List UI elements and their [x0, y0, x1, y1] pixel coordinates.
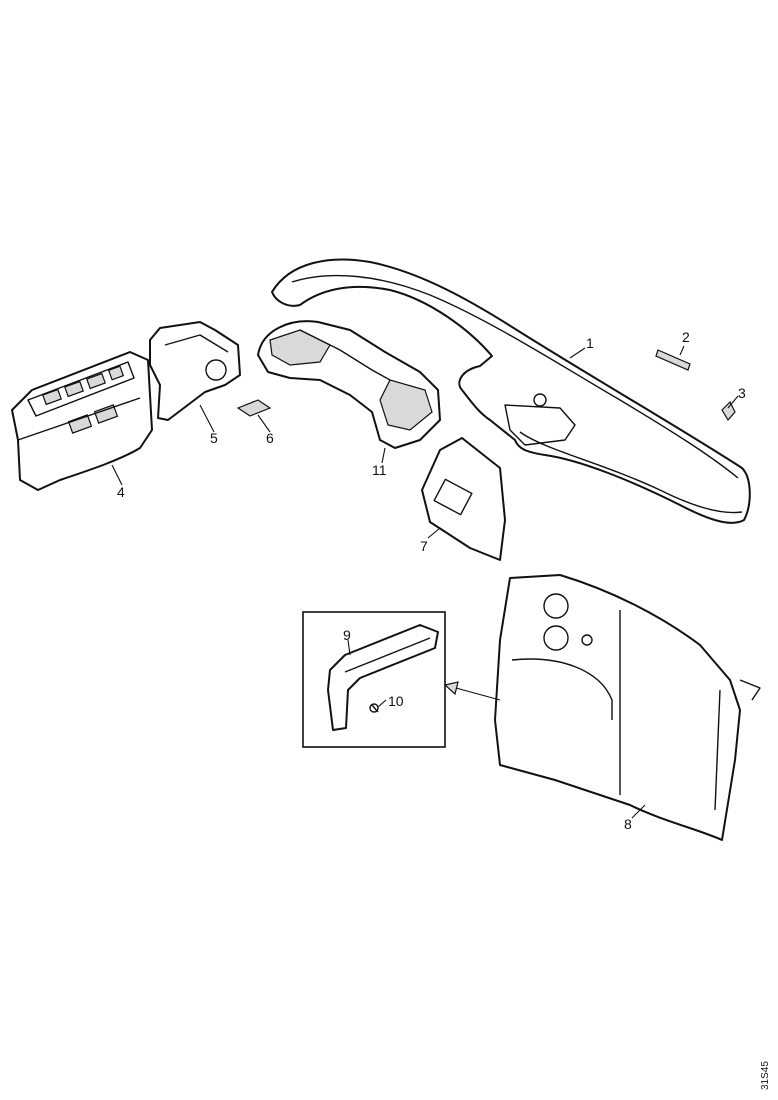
leader-11 [381, 447, 386, 464]
part-3-clip [721, 400, 736, 422]
leader-3 [727, 395, 739, 409]
part-7-side-panel [421, 437, 506, 561]
leader-2 [679, 345, 685, 356]
callout-6: 6 [266, 430, 274, 446]
reference-code: 31S45 [760, 1061, 771, 1090]
part-11-cluster-housing [257, 320, 441, 449]
callout-3: 3 [738, 385, 746, 401]
leader-7 [427, 527, 441, 539]
part-4-switch-panel [11, 351, 153, 491]
leader-10 [377, 699, 387, 708]
callout-2: 2 [682, 329, 690, 345]
part-8-lower-panel [494, 574, 761, 841]
leader-4 [111, 464, 123, 486]
callout-9: 9 [343, 627, 351, 643]
callout-5: 5 [210, 430, 218, 446]
callout-8: 8 [624, 816, 632, 832]
leader-9 [347, 639, 351, 656]
callout-10: 10 [388, 693, 404, 709]
callout-7: 7 [420, 538, 428, 554]
leader-5 [199, 404, 215, 433]
part-5-bracket [149, 321, 241, 421]
callout-4: 4 [117, 484, 125, 500]
callout-11: 11 [372, 462, 387, 478]
leader-8 [631, 804, 646, 819]
part-1-dashboard-panel [271, 258, 751, 524]
leader-1 [569, 347, 586, 359]
inset-detail-box [302, 611, 501, 748]
part-2-trim-strip [655, 349, 691, 371]
leader-6 [257, 414, 271, 433]
callout-1: 1 [586, 335, 594, 351]
part-6-plate [236, 399, 272, 417]
